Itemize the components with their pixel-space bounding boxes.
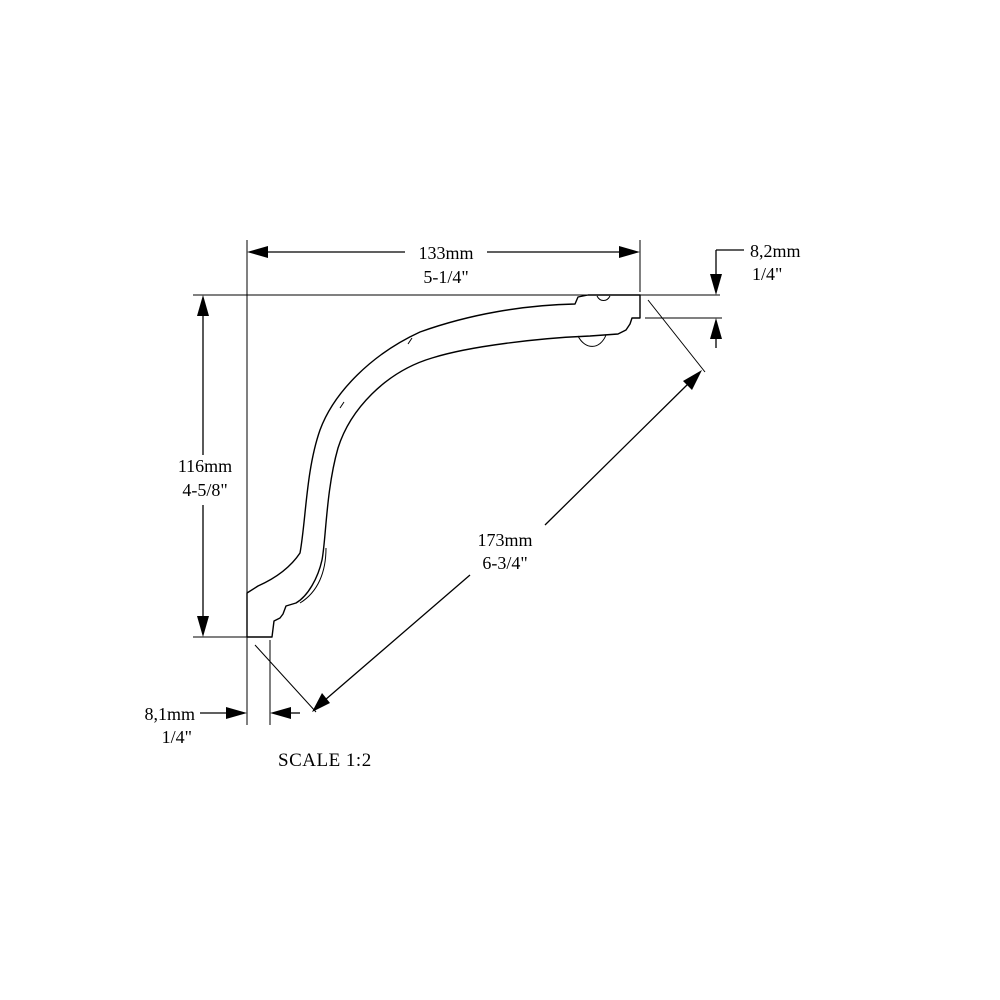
width-imperial-label: 5-1/4" (423, 267, 468, 287)
diagonal-arrow-bottom (312, 693, 330, 712)
top-thickness-arrow-up (710, 318, 722, 339)
height-metric-label: 116mm (178, 456, 232, 476)
height-arrow-top (197, 295, 209, 316)
top-bead-detail (596, 295, 611, 301)
bottom-thickness-dimension: 8,1mm 1/4" (144, 704, 300, 747)
extension-lines (193, 240, 722, 725)
width-metric-label: 133mm (418, 243, 473, 263)
diagonal-imperial-label: 6-3/4" (482, 553, 527, 573)
bottom-thickness-metric-label: 8,1mm (144, 704, 195, 724)
diagonal-extension-bottom (254, 644, 317, 713)
bottom-thickness-arrow-right (226, 707, 247, 719)
width-dimension: 133mm 5-1/4" (247, 243, 640, 287)
top-fillet-detail (577, 334, 607, 347)
scale-label: SCALE 1:2 (278, 750, 372, 771)
diagonal-metric-label: 173mm (477, 530, 532, 550)
bottom-thickness-imperial-label: 1/4" (162, 727, 192, 747)
top-thickness-dimension: 8,2mm 1/4" (710, 241, 801, 348)
mid-step-detail (339, 401, 345, 409)
molding-profile-outline (246, 294, 641, 638)
diagonal-arrow-top (683, 370, 702, 390)
height-arrow-bottom (197, 616, 209, 637)
height-dimension: 116mm 4-5/8" (178, 295, 232, 637)
molding-profile (246, 294, 641, 638)
lower-cove-detail (299, 547, 327, 604)
diagonal-extension-top (647, 299, 706, 373)
width-arrow-right (619, 246, 640, 258)
diagonal-dimension: 173mm 6-3/4" (312, 370, 702, 712)
top-thickness-imperial-label: 1/4" (752, 264, 782, 284)
top-thickness-metric-label: 8,2mm (750, 241, 801, 261)
height-imperial-label: 4-5/8" (182, 480, 227, 500)
upper-step-detail (407, 337, 413, 345)
diagonal-dimension-line-upper (544, 381, 691, 526)
bottom-thickness-arrow-left (270, 707, 291, 719)
width-arrow-left (247, 246, 268, 258)
top-thickness-arrow-down (710, 274, 722, 295)
diagonal-dimension-line-lower (324, 574, 471, 701)
